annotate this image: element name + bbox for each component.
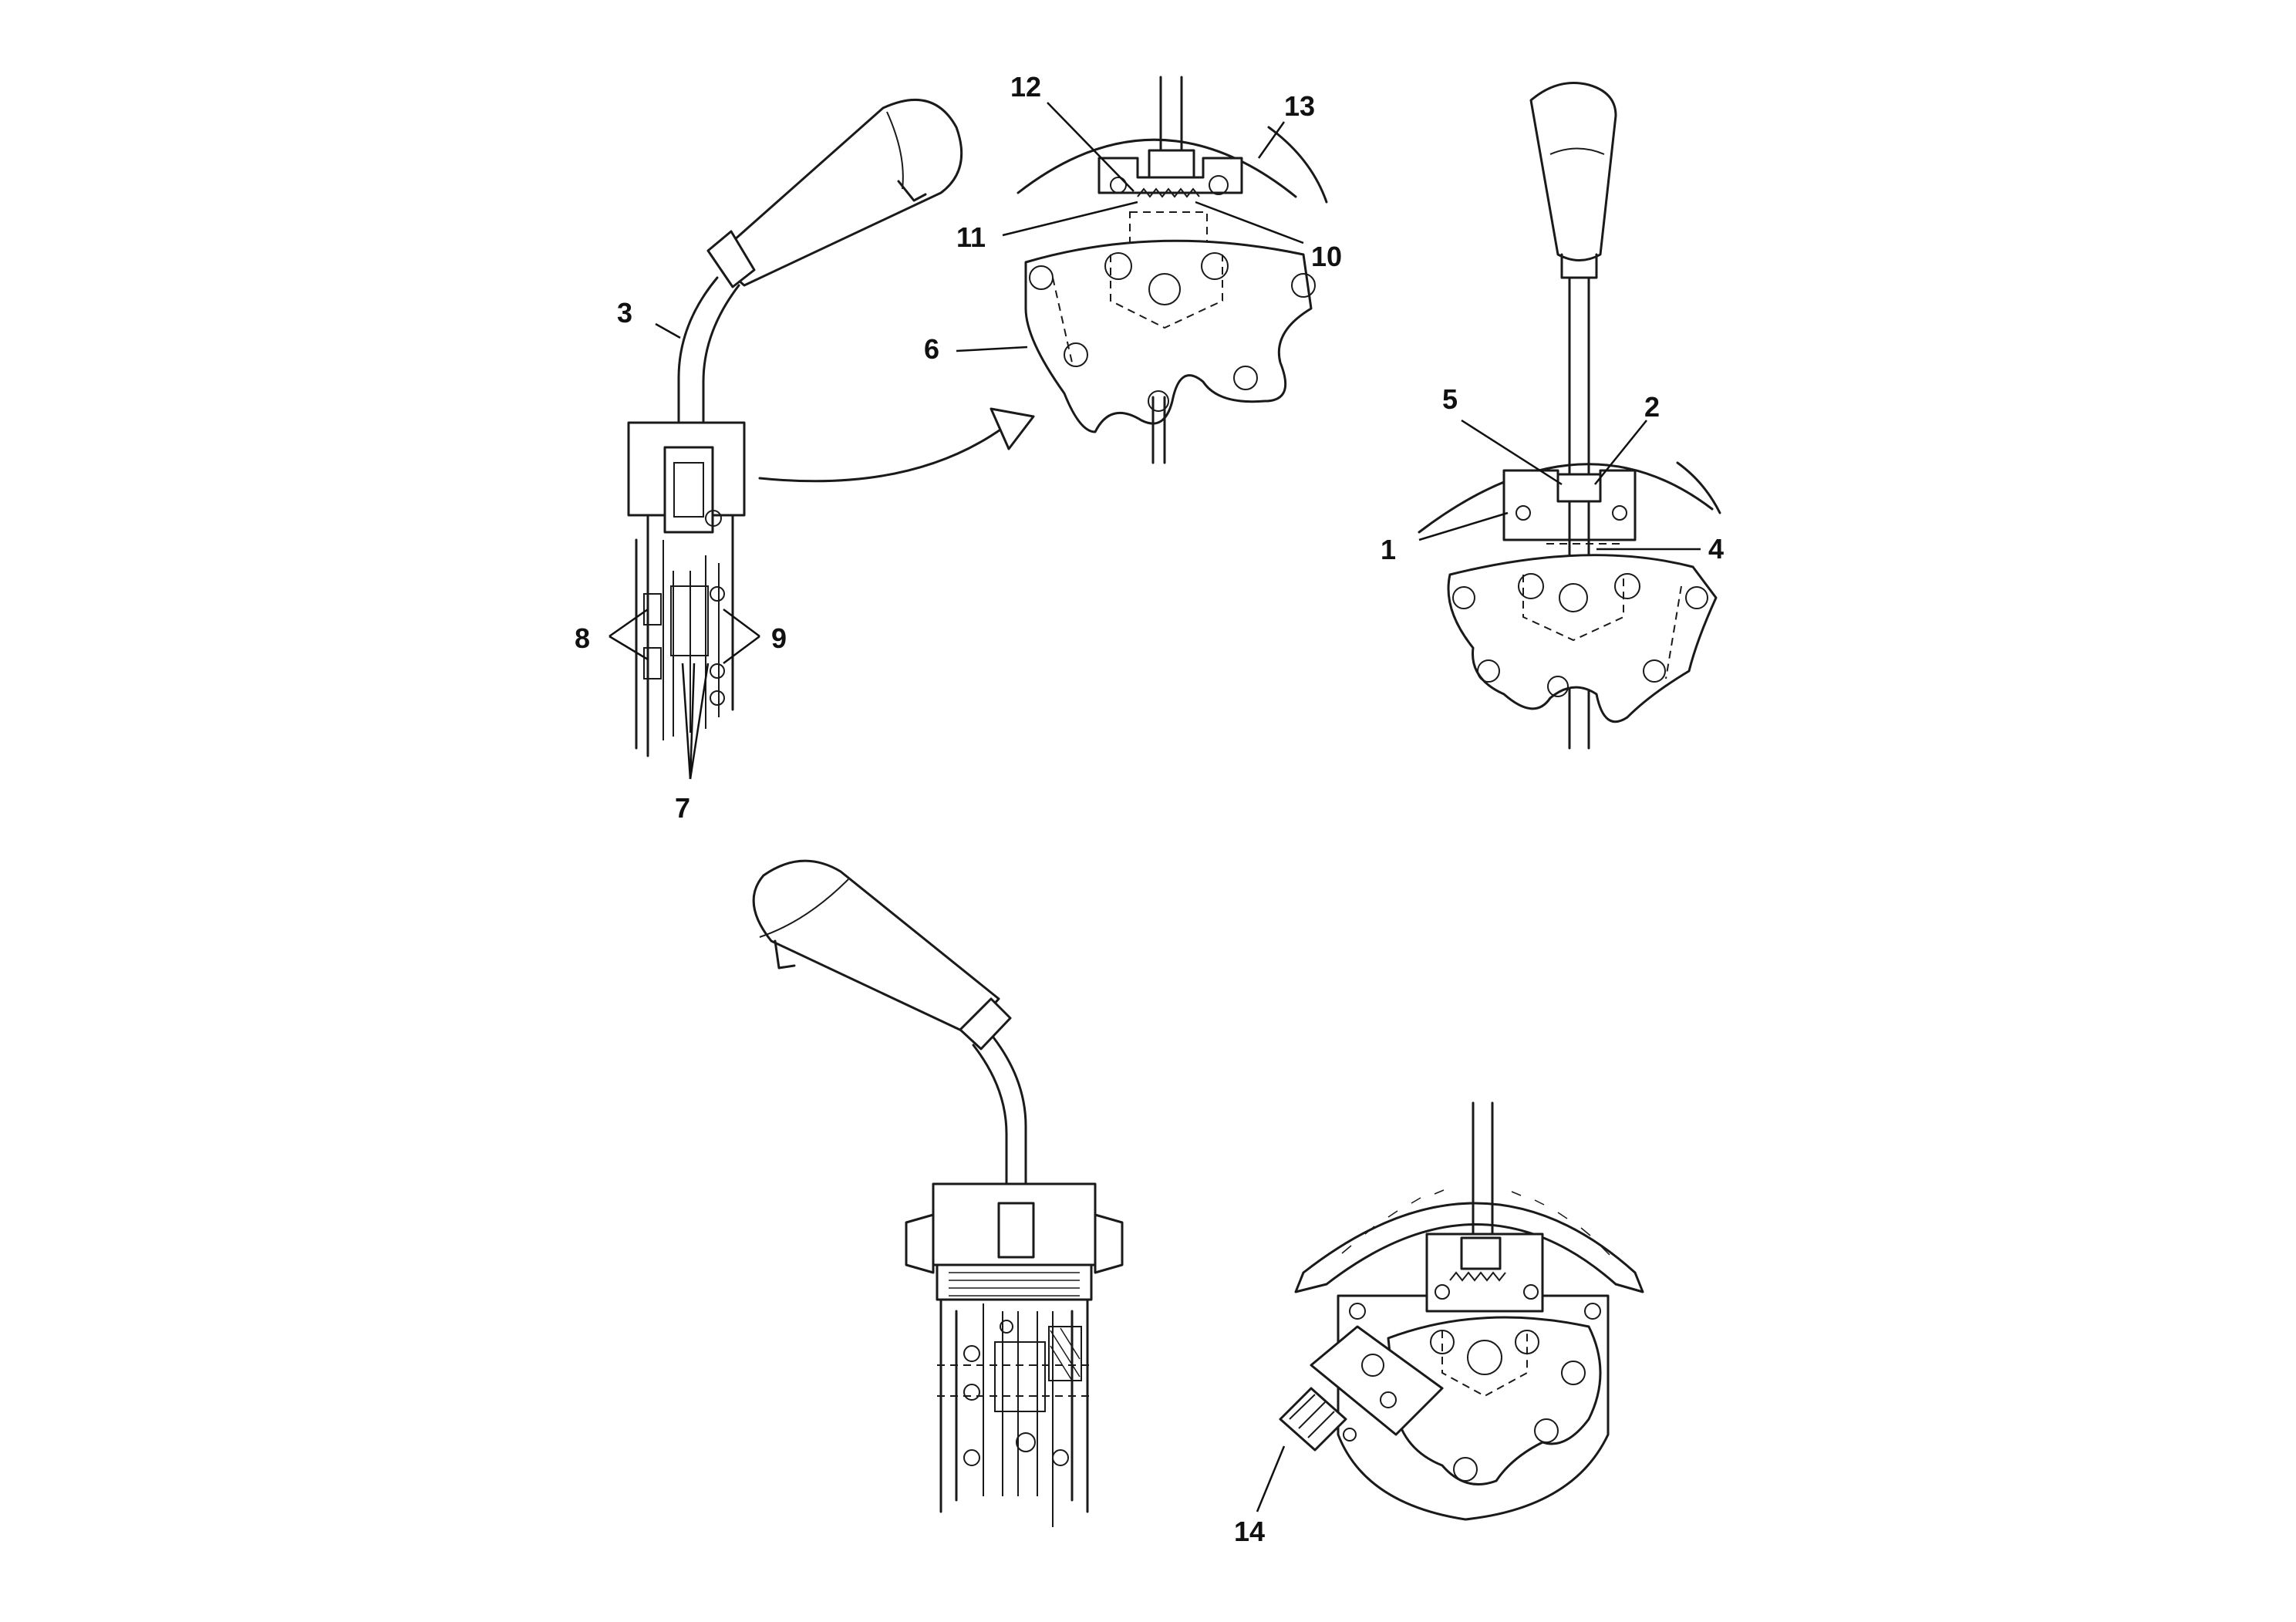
callout-labels: 1 2 3 4 5 6 7 8 9 10 11 12 13 14 bbox=[575, 71, 1724, 1547]
detent-detail-view bbox=[1017, 76, 1328, 464]
leader-lines bbox=[609, 102, 1701, 1512]
assembly-side-view bbox=[752, 859, 1124, 1527]
callout-11: 11 bbox=[956, 221, 986, 253]
callout-1: 1 bbox=[1381, 534, 1396, 565]
lever-side-view bbox=[627, 98, 1035, 757]
callout-13: 13 bbox=[1284, 90, 1315, 122]
callout-7: 7 bbox=[675, 792, 690, 824]
callout-14: 14 bbox=[1234, 1516, 1265, 1547]
callout-10: 10 bbox=[1311, 241, 1342, 272]
callout-5: 5 bbox=[1442, 383, 1458, 415]
lever-front-view bbox=[1418, 82, 1721, 750]
callout-8: 8 bbox=[575, 622, 590, 654]
callout-12: 12 bbox=[1010, 71, 1041, 103]
callout-9: 9 bbox=[771, 622, 787, 654]
assembly-front-view bbox=[1279, 1101, 1644, 1521]
callout-3: 3 bbox=[617, 297, 632, 329]
callout-4: 4 bbox=[1708, 533, 1724, 565]
callout-6: 6 bbox=[924, 333, 939, 365]
callout-2: 2 bbox=[1644, 391, 1660, 423]
